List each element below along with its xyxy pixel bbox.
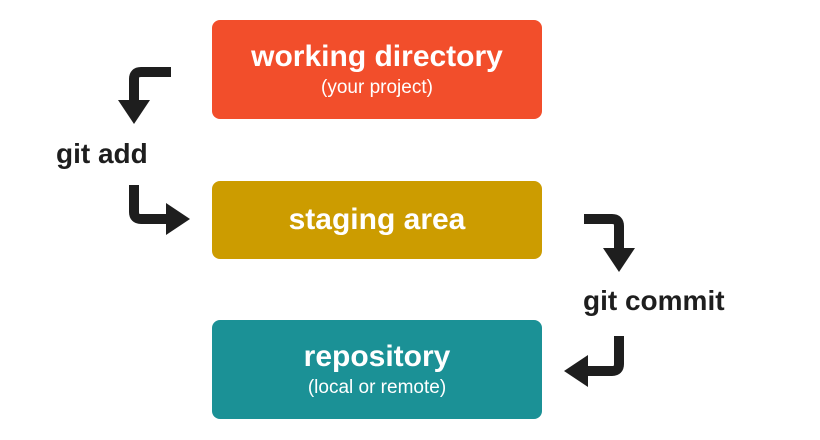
repository-subtitle: (local or remote) <box>307 376 447 398</box>
repository-box: repository (local or remote) <box>212 320 542 419</box>
arrow-down-icon <box>584 214 635 272</box>
working-directory-title: working directory <box>251 39 503 73</box>
working-directory-box: working directory (your project) <box>212 20 542 119</box>
git-commit-label: git commit <box>583 285 725 316</box>
staging-area-box: staging area <box>212 181 542 259</box>
arrow-left-icon <box>564 336 624 387</box>
arrow-down-icon <box>118 67 171 124</box>
staging-area-title: staging area <box>288 203 466 236</box>
repository-title: repository <box>303 339 451 373</box>
arrow-right-icon <box>129 185 190 235</box>
git-add-label: git add <box>56 138 148 169</box>
working-directory-subtitle: (your project) <box>321 76 433 98</box>
